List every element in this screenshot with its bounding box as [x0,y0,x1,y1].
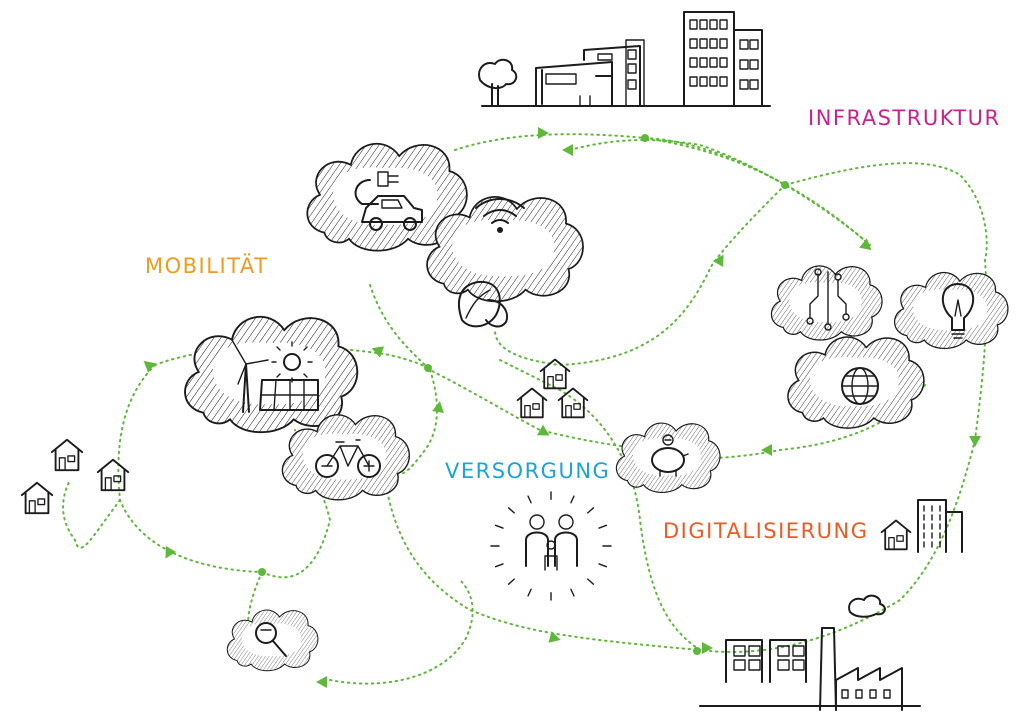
network-node [424,364,432,372]
network-arrowhead [371,346,385,358]
city-skyline [478,11,771,107]
category-label-infrastruktur: INFRASTRUKTUR [808,106,1001,130]
lightbulb-icon [942,283,974,339]
solar-panel-icon [259,379,319,411]
network-arrowhead [548,631,561,643]
house-icon [557,387,589,419]
house-group-left [20,438,130,515]
network-arrowhead [562,144,573,156]
category-label-mobilitaet: MOBILITÄT [145,254,269,278]
wind-turbine-icon [231,339,269,413]
network-arrowhead [969,436,981,447]
magnifier-icon [255,622,287,657]
house-group-center [516,358,589,419]
cloud-globe [787,336,925,429]
network-node [693,647,701,655]
cloud-finance [615,422,721,494]
office-building-icon [880,499,963,553]
cloud-bike [281,414,411,501]
cloud-circuit [770,265,883,341]
cloud-wifi [425,195,585,328]
network-arrowhead [538,127,549,139]
category-label-digitalisierung: DIGITALISIERUNG [663,519,869,543]
cloud-mobility [306,142,468,252]
cloud-search [226,609,319,672]
house-icon [516,387,548,419]
network-node [781,181,789,189]
network-arrowhead [712,254,724,267]
leaf-icon [458,280,508,328]
office-building-icon [535,39,645,107]
circuit-icon [806,268,850,331]
network-arrowhead [316,676,327,688]
network-nodes [258,134,789,655]
house-icon [96,458,130,492]
house-icon [50,438,84,472]
plug-icon [354,171,399,205]
category-label-versorgung: VERSORGUNG [445,459,611,483]
house-icon [880,519,912,551]
globe-icon [841,367,879,405]
house-icon [20,481,54,515]
cloud-lightbulb [893,271,1009,350]
cloud-energy [183,315,359,434]
network-arrowheads [143,127,981,688]
wifi-icon [475,198,525,233]
factory-icon [699,594,921,711]
network-arrowhead [859,238,872,251]
tree-icon [478,58,518,106]
office-building-icon [683,11,763,107]
network-arrowhead [432,401,444,414]
car-icon [361,195,423,231]
network-arrowhead [761,444,772,456]
family-icon [490,491,612,601]
network-arrowhead [143,360,156,373]
network-node [258,568,266,576]
network-arrowhead [165,546,177,559]
bicycle-icon [315,439,381,478]
network-arrowhead [702,642,713,654]
network-arrowhead [537,424,550,436]
network-node [641,134,649,142]
piggy-bank-icon [651,434,689,477]
